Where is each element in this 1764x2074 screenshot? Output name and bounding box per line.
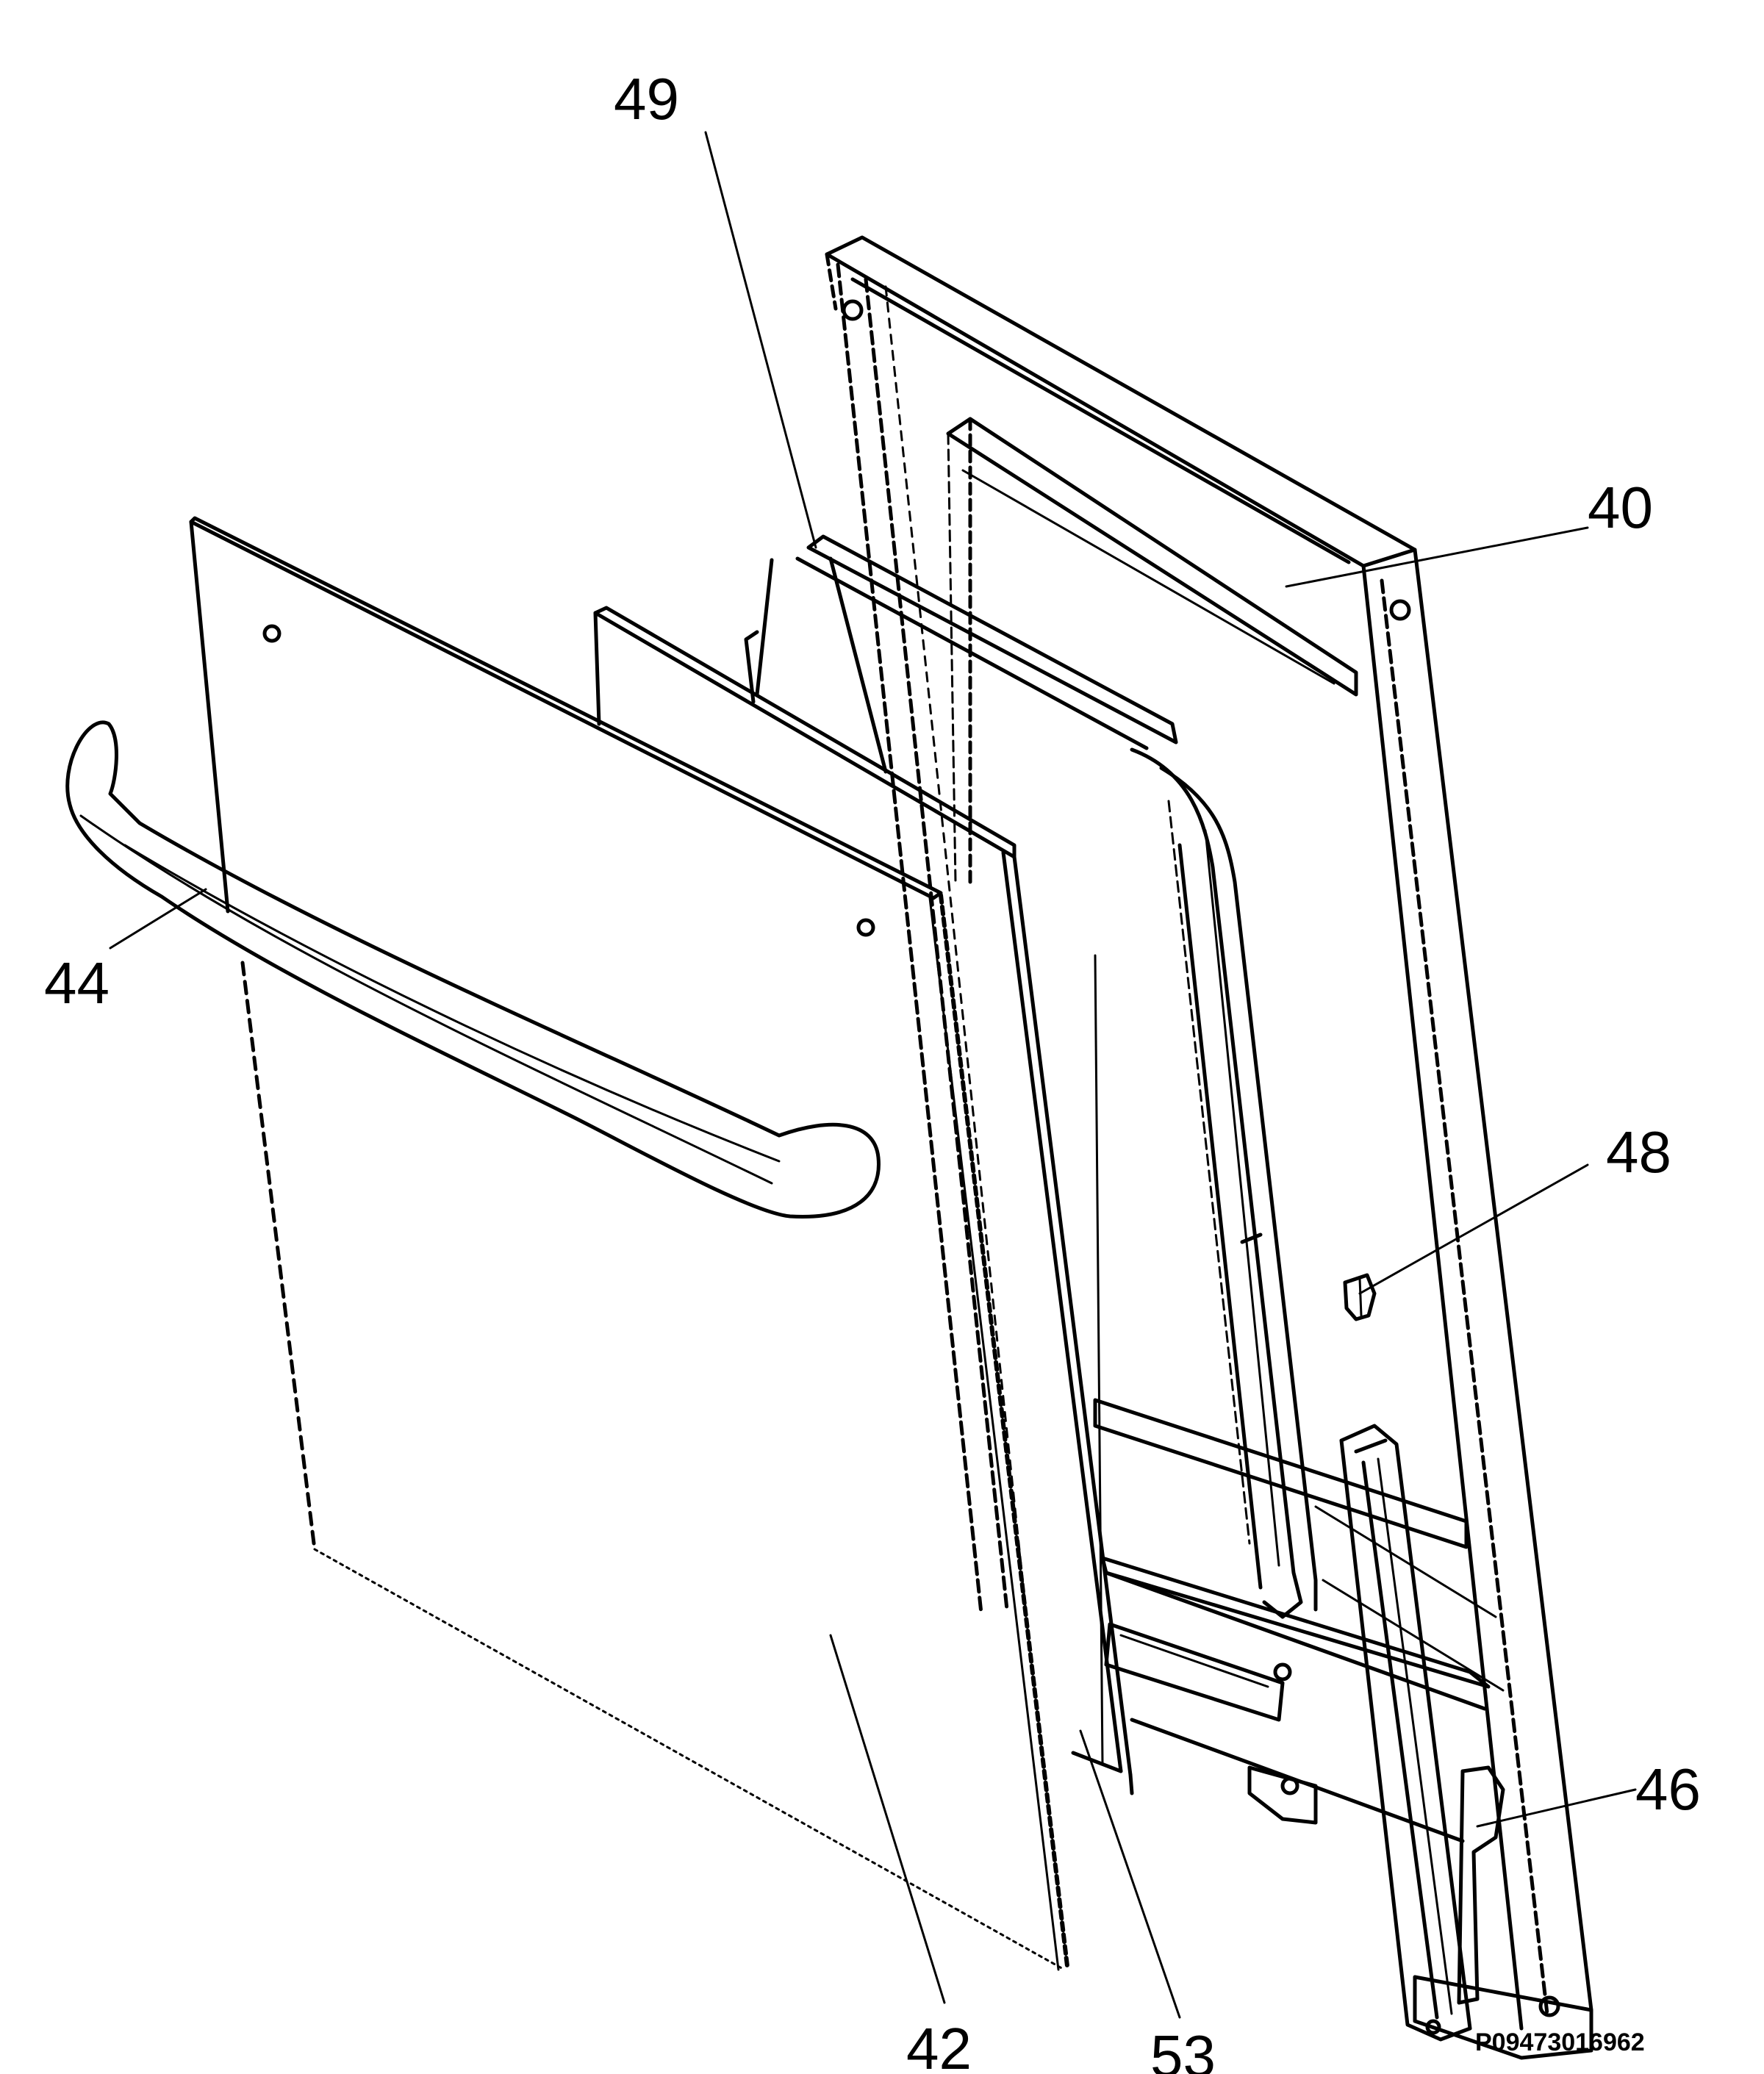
- callout-44: 44: [44, 950, 110, 1016]
- leader-42: [829, 1634, 946, 2004]
- latch-clip: [1343, 1273, 1377, 1321]
- callout-53: 53: [1150, 2023, 1216, 2074]
- leader-lines: [109, 131, 1637, 2019]
- leader-46: [1476, 1788, 1637, 1828]
- callout-42: 42: [906, 2016, 972, 2074]
- rear-door-frame: [825, 235, 1593, 2060]
- hinge-arm: [1130, 1424, 1505, 2042]
- callout-49: 49: [614, 66, 679, 132]
- outer-door-panel: [189, 516, 1069, 1971]
- callout-40: 40: [1588, 475, 1653, 540]
- callout-labels: 49 40 44 48 46 42 53: [44, 66, 1701, 2074]
- leader-40: [1285, 526, 1589, 588]
- leader-44: [109, 888, 207, 950]
- door-handle: [65, 720, 881, 1219]
- callout-48: 48: [1606, 1119, 1671, 1185]
- leader-48: [1358, 1163, 1589, 1295]
- leader-49: [704, 131, 817, 549]
- inner-panel-seal: [744, 534, 1318, 1722]
- callout-46: 46: [1635, 1757, 1701, 1822]
- drawing-code: P09473016962: [1475, 2028, 1645, 2056]
- leader-53: [1079, 1729, 1181, 2019]
- inner-liner-panel: [593, 606, 1134, 1795]
